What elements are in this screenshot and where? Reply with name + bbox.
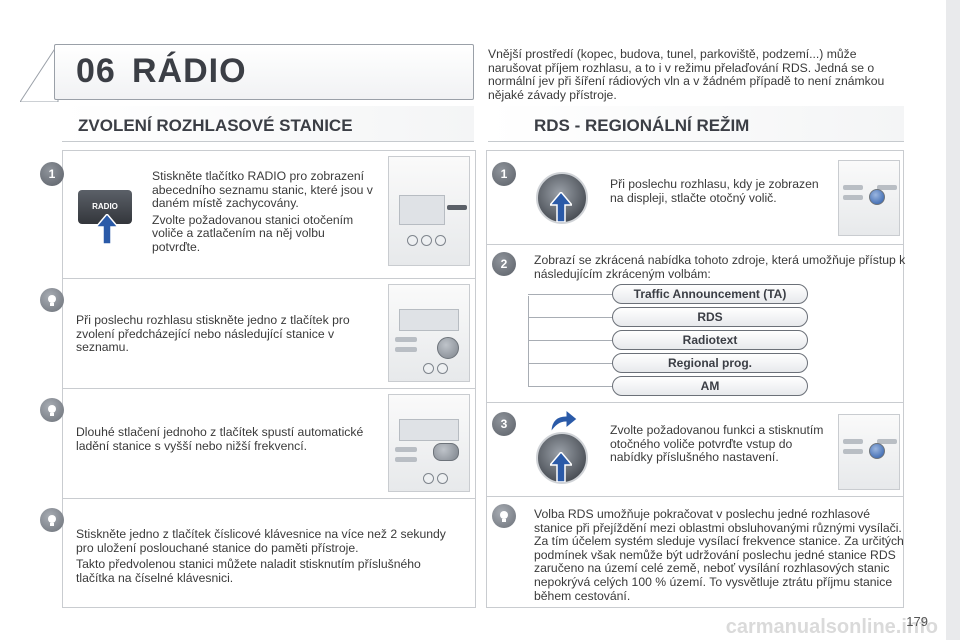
option-pill: RDS [612,307,808,327]
right-tip-text: Volba RDS umožňuje pokračovat v poslechu… [534,507,904,603]
chapter-title: RÁDIO [132,52,247,90]
lightbulb-icon [40,508,64,532]
left-section-heading-bar [62,106,474,142]
rotary-knob-illustration [536,172,588,224]
paragraph: Stiskněte jedno z tlačítek číslicové klá… [76,527,446,555]
chapter-header-box [54,44,474,100]
connector-line [528,340,614,341]
lightbulb-icon [492,504,516,528]
page-number: 179 [906,614,928,629]
chapter-number: 06 [76,52,116,90]
device-illustration [388,156,470,266]
page-edge-strip [946,0,960,640]
rotate-arrow-icon [550,408,578,434]
divider [486,496,904,497]
right-step2-text: Zobrazí se zkrácená nabídka tohoto zdroj… [534,253,906,281]
watermark: carmanualsonline.info [725,616,938,638]
right-section-heading: RDS - REGIONÁLNÍ REŽIM [534,116,750,135]
divider [62,278,476,279]
intro-text: Vnější prostředí (kopec, budova, tunel, … [488,47,885,102]
connector-line [528,386,614,387]
lightbulb-icon [40,288,64,312]
device-illustration [838,160,900,236]
lightbulb-icon [40,398,64,422]
left-step1-text: Stiskněte tlačítko RADIO pro zobrazení a… [152,169,374,258]
paragraph: Stiskněte tlačítko RADIO pro zobrazení a… [152,169,373,211]
paragraph: Takto předvolenou stanici můžete naladit… [76,557,421,585]
step-badge: 3 [492,412,516,436]
device-illustration [838,414,900,490]
left-section-heading: ZVOLENÍ ROZHLASOVÉ STANICE [78,116,353,135]
divider [62,388,476,389]
paragraph: Zvolte požadovanou stanici otočením voli… [152,212,354,254]
step-badge: 1 [492,162,516,186]
connector-line [528,294,614,295]
left-tip3-text: Stiskněte jedno z tlačítek číslicové klá… [76,527,446,588]
arrow-up-icon [550,452,572,482]
left-tip2-text: Dlouhé stlačení jednoho z tlačítek spust… [76,425,364,453]
right-section-heading-bar [488,106,904,142]
option-pill: Traffic Announcement (TA) [612,284,808,304]
step-badge: 1 [40,162,64,186]
divider [486,244,904,245]
right-step3-text: Zvolte požadovanou funkci a stisknutím o… [610,423,824,465]
left-tip1-text: Při poslechu rozhlasu stiskněte jedno z … [76,313,350,355]
option-pill: AM [612,376,808,396]
option-pill: Regional prog. [612,353,808,373]
device-illustration [388,394,470,492]
options-connector-line [528,296,529,387]
step-badge: 2 [492,252,516,276]
connector-line [528,363,614,364]
arrow-up-icon [550,192,572,222]
option-pill: Radiotext [612,330,808,350]
connector-line [528,317,614,318]
device-illustration [388,284,470,382]
divider [62,498,476,499]
divider [486,402,904,403]
arrow-up-icon [96,214,118,244]
right-step1-text: Při poslechu rozhlasu, kdy je zobrazen n… [610,177,819,205]
